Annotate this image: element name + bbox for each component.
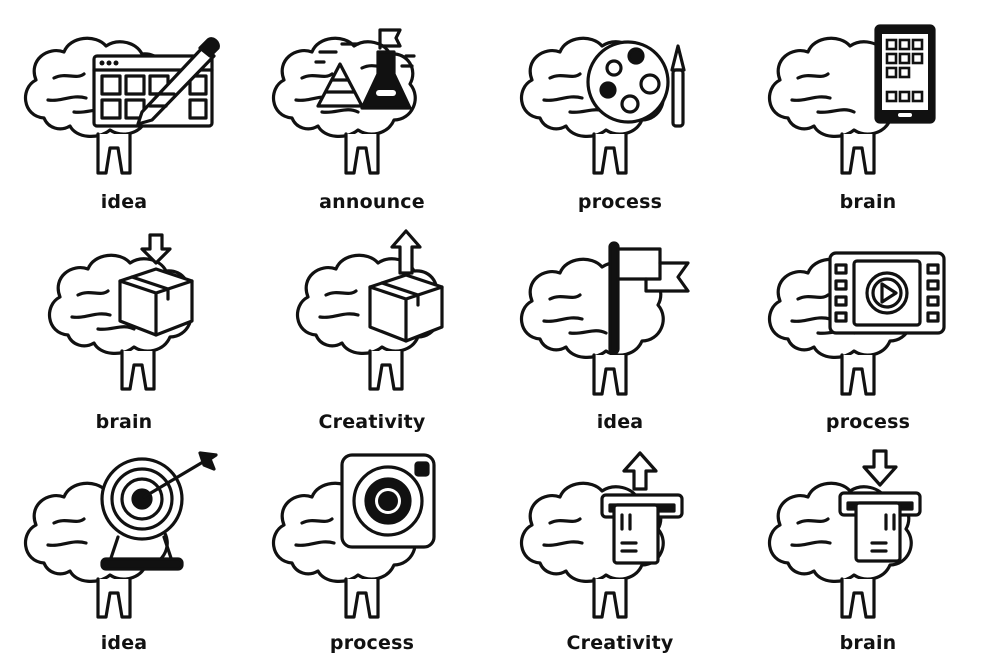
icon-label: idea xyxy=(596,411,644,433)
icon-label: Creativity xyxy=(318,411,426,433)
icon-label: idea xyxy=(100,632,148,654)
icon-tile-process-palette: process xyxy=(496,0,744,221)
icon-tile-idea: idea xyxy=(0,0,248,221)
icon-tile-brain-box-in: brain xyxy=(0,221,248,441)
brain-icon xyxy=(519,257,665,396)
icon-tile-process-camera: process xyxy=(248,441,496,662)
icon-tile-process-video: process xyxy=(744,221,992,441)
icon-label: Creativity xyxy=(566,632,674,654)
icon-label: brain xyxy=(95,411,153,433)
icon-tile-idea-target: idea xyxy=(0,441,248,662)
icon-tile-creativity-card-out: Creativity xyxy=(496,441,744,662)
brain-box-out-icon xyxy=(295,229,444,391)
icon-label: idea xyxy=(100,191,148,213)
icon-label: process xyxy=(329,632,415,654)
icon-label: brain xyxy=(839,632,897,654)
brain-target-icon xyxy=(23,451,218,619)
brain-tablet-icon xyxy=(767,24,936,175)
icon-tile-idea-flag: idea xyxy=(496,221,744,441)
brain-browser-pencil-icon xyxy=(23,36,220,175)
brain-camera-icon xyxy=(271,453,436,619)
icon-tile-announce: announce xyxy=(248,0,496,221)
icon-label: brain xyxy=(839,191,897,213)
brain-flask-icon xyxy=(271,28,417,175)
brain-flag-icon xyxy=(519,241,690,396)
icon-label: announce xyxy=(319,191,425,213)
icon-label: process xyxy=(577,191,663,213)
brain-box-in-icon xyxy=(47,233,194,391)
brain-palette-icon xyxy=(519,36,686,175)
icon-label: process xyxy=(825,411,911,433)
icon-tile-creativity-box-out: Creativity xyxy=(248,221,496,441)
icon-tile-brain-tablet: brain xyxy=(744,0,992,221)
brain-card-out-icon xyxy=(519,451,684,619)
brain-card-in-icon xyxy=(767,449,922,619)
icon-tile-brain-card-in: brain xyxy=(744,441,992,662)
brain-video-icon xyxy=(767,251,946,396)
